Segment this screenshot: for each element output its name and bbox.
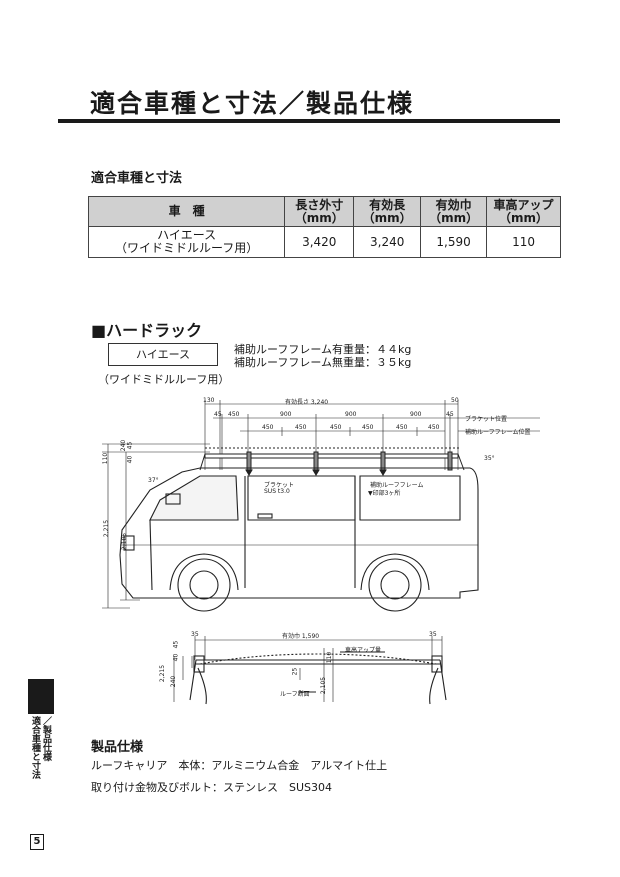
table-row: ハイエース（ワイドミドルルーフ用） 3,420 3,240 1,590 110 — [87, 226, 561, 258]
label-aux-frame: 補助ルーフフレーム — [370, 482, 424, 489]
dim-900-1: 900 — [280, 411, 292, 418]
cell-vehicle: ハイエース（ワイドミドルルーフ用） — [87, 226, 286, 258]
dim-40-front: 40 — [172, 653, 180, 662]
vehicle-sub: （ワイドミドルルーフ用） — [98, 373, 230, 386]
dim-450-left: 450 — [228, 411, 240, 418]
page-title: 適合車種と寸法／製品仕様 — [90, 89, 415, 118]
label-roof-section: ルーフ断面 — [280, 691, 310, 698]
side-index-tab — [28, 679, 54, 714]
dim-45-right: 45 — [446, 411, 454, 418]
product-spec-heading: 製品仕様 — [91, 740, 144, 755]
dim-2215-front: 2,215 — [159, 664, 167, 683]
dim-35-front-left: 35 — [191, 631, 199, 638]
dim-450-5: 450 — [396, 424, 408, 431]
side-index-text-2: 適合車種と寸法 — [30, 716, 40, 779]
cell-length: 3,420 — [284, 226, 355, 258]
dim-450-4: 450 — [362, 424, 374, 431]
dim-35-front-right: 35 — [429, 631, 437, 638]
dim-130: 130 — [203, 397, 215, 404]
label-aux-frame-position: 補助ルーフフレーム位置 — [465, 429, 531, 436]
dim-110-left: 110 — [102, 452, 110, 465]
hard-rack-heading: ■ハードラック — [91, 321, 203, 340]
dim-2215-side: 2,215 — [103, 519, 111, 538]
title-rule — [58, 119, 560, 123]
col-effective-length: 有効長（mm） — [353, 196, 422, 227]
side-dimension-lines — [102, 400, 540, 609]
col-length: 長さ外寸（mm） — [284, 196, 355, 227]
fitment-table: 車 種 長さ外寸（mm） 有効長（mm） 有効巾（mm） 車高アップ（mm） ハ… — [87, 196, 561, 258]
dim-35-angle: 35° — [484, 455, 495, 462]
rack-side — [199, 447, 465, 476]
label-bracket-position: ブラケット位置 — [465, 416, 508, 423]
dim-110-front: 110 — [326, 651, 334, 664]
dim-37-angle: 37° — [148, 477, 159, 484]
dim-900-2: 900 — [345, 411, 357, 418]
dim-45-side: 45 — [126, 441, 134, 450]
weight-with-frame: 補助ルーフフレーム有重量：４４kg — [234, 343, 412, 356]
dim-25-front: 25 — [291, 667, 299, 676]
cell-effective-length: 3,240 — [353, 226, 422, 258]
dim-40-side: 40 — [126, 455, 134, 464]
label-bracket-material: SUS t3.0 — [264, 488, 290, 495]
dim-2105-side: 2,105 — [121, 532, 129, 551]
cell-height-up: 110 — [486, 226, 561, 258]
dim-240-front: 240 — [170, 675, 178, 688]
col-vehicle: 車 種 — [87, 196, 286, 227]
rack-front — [189, 651, 447, 705]
weight-without-frame: 補助ルーフフレーム無重量：３５kg — [234, 356, 412, 369]
dim-2105-front: 2,105 — [320, 676, 328, 695]
dim-900-3: 900 — [410, 411, 422, 418]
side-index-text-1: ／製品仕様 — [41, 716, 51, 761]
dim-450-6: 450 — [428, 424, 440, 431]
vehicle-box: ハイエース — [108, 343, 218, 366]
van-side-view — [119, 467, 479, 612]
table-header-row: 車 種 長さ外寸（mm） 有効長（mm） 有効巾（mm） 車高アップ（mm） — [87, 196, 561, 227]
dim-450-2: 450 — [295, 424, 307, 431]
dim-450-1: 450 — [262, 424, 274, 431]
label-aux-frame-mark: ▼印部3ヶ所 — [368, 490, 401, 497]
label-height-up: 車高アップ量 — [345, 647, 382, 654]
col-height-up: 車高アップ（mm） — [486, 196, 561, 227]
dim-effective-length: 有効長さ 3,240 — [285, 399, 329, 406]
dim-50: 50 — [451, 397, 459, 404]
spec-line-body: ルーフキャリア 本体：アルミニウム合金 アルマイト仕上 — [91, 759, 388, 772]
fitment-heading: 適合車種と寸法 — [91, 171, 183, 186]
dim-45-front: 45 — [172, 640, 180, 649]
spec-line-fittings: 取り付け金物及びボルト：ステンレス SUS304 — [91, 781, 333, 794]
dim-effective-width: 有効巾 1,590 — [282, 633, 320, 640]
dim-450-3: 450 — [330, 424, 342, 431]
page-number: 5 — [30, 834, 44, 850]
label-bracket: ブラケット — [264, 482, 295, 489]
dim-45-left: 45 — [214, 411, 222, 418]
